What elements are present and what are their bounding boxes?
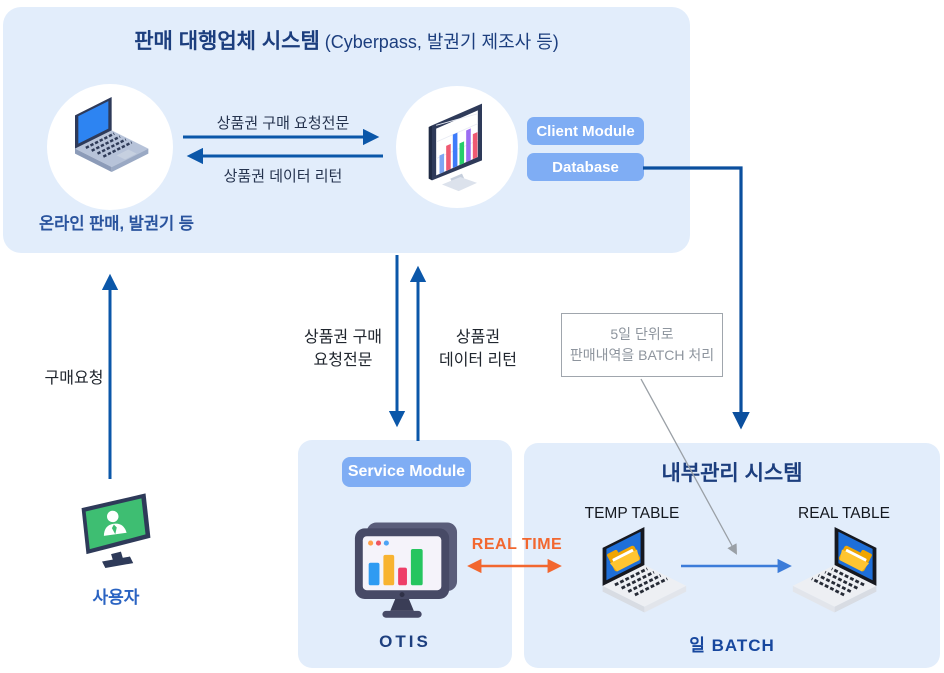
purchase-request-label: 구매요청 [44,370,104,387]
middle-request-line1: 상품권 구매 [303,329,383,346]
otis-label: OTIS [379,632,431,651]
realtime-label: REAL TIME [471,536,563,553]
daily-batch-label: 일 BATCH [689,636,775,655]
batch-note-box: 5일 단위로 판매내역을 BATCH 처리 [561,313,723,377]
database-badge: Database [527,153,644,181]
folder-laptop-icon [602,527,687,613]
client-module-badge: Client Module [527,117,644,145]
temp-table-label: TEMP TABLE [584,505,680,522]
laptop-icon [75,97,149,172]
middle-request-label: 상품권 구매 요청전문 [293,326,393,372]
laptop-caption: 온라인 판매, 발권기 등 [39,215,194,233]
internal-box-title: 내부관리 시스템 [661,462,803,485]
user-monitor-icon [81,493,151,569]
real-table-label: REAL TABLE [798,505,890,522]
user-figure [75,482,157,577]
laptop-circle [47,84,173,210]
batch-note-line2: 판매내역을 BATCH 처리 [569,347,715,363]
request-arrow-label: 상품권 구매 요청전문 [216,115,350,132]
middle-request-line2: 요청전문 [313,352,373,369]
otis-monitor-icon [354,522,458,618]
user-label: 사용자 [92,588,140,607]
middle-return-line1: 상품권 [455,329,501,346]
service-module-label: Service Module [347,463,466,480]
agency-title-sub: (Cyberpass, 발권기 제조사 등) [319,32,559,52]
client-module-label: Client Module [536,122,635,140]
internal-system-box: 내부관리 시스템 TEMP TABLE REAL TABLE [524,443,940,668]
database-label: Database [552,158,619,176]
monitor-circle [396,86,518,208]
service-module-badge: Service Module [342,457,471,487]
middle-return-line2: 데이터 리턴 [438,352,518,369]
service-system-box: Service Module OTIS [298,440,512,668]
folder-laptop-icon [792,527,877,613]
batch-note-line1: 5일 단위로 [610,326,674,342]
agency-box-title: 판매 대행업체 시스템 (Cyberpass, 발권기 제조사 등) [3,25,690,55]
agency-system-box: 판매 대행업체 시스템 (Cyberpass, 발권기 제조사 등) [3,7,690,253]
middle-return-label: 상품권 데이터 리턴 [428,326,528,372]
agency-title-main: 판매 대행업체 시스템 [134,30,320,53]
dashboard-monitor-icon [428,103,482,192]
return-arrow-label: 상품권 데이터 리턴 [223,168,343,185]
